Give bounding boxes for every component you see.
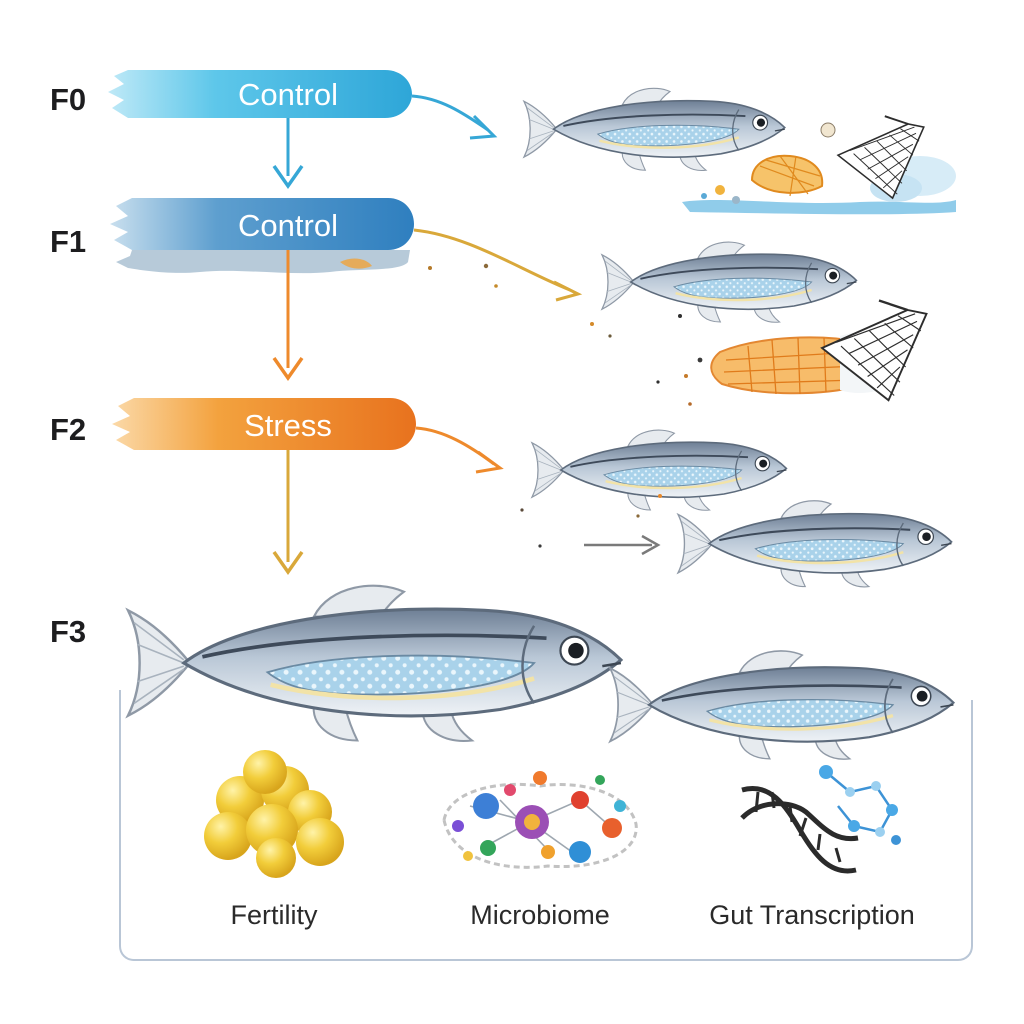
generation-label-f0: F0 xyxy=(50,82,86,117)
treatment-banner-f1: Control xyxy=(110,198,414,274)
stressor-net-f0 xyxy=(682,115,956,215)
lineage-arrow-f1-f2 xyxy=(272,250,304,382)
fish-f3-small xyxy=(608,649,956,761)
side-arrow-f3 xyxy=(584,534,661,556)
stressor-net-f1 xyxy=(710,299,928,402)
side-arrow-f1 xyxy=(413,228,583,302)
generation-label-f2: F2 xyxy=(50,412,86,447)
microbiome-network-icon xyxy=(442,771,638,869)
side-arrow-f2 xyxy=(415,426,504,474)
treatment-label-f0: Control xyxy=(238,77,338,112)
fish-f0 xyxy=(522,87,786,172)
outcome-panel xyxy=(119,690,973,961)
treatment-banner-f0: Control xyxy=(108,70,412,118)
outcome-label-microbiome: Microbiome xyxy=(470,900,610,930)
treatment-banner-f2: Stress xyxy=(112,398,416,450)
fish-f2-offspring xyxy=(676,499,953,589)
fish-f3-large xyxy=(128,586,621,741)
generation-label-f1: F1 xyxy=(50,224,86,259)
egg-cluster-icon xyxy=(204,750,344,878)
lineage-arrow-f0-f1 xyxy=(272,118,304,190)
dna-helix-icon xyxy=(740,765,901,874)
side-arrow-f0 xyxy=(411,94,498,140)
lineage-arrow-f2-f3 xyxy=(272,450,304,576)
outcome-label-fertility: Fertility xyxy=(231,900,318,930)
treatment-label-f1: Control xyxy=(238,208,338,243)
fish-f2 xyxy=(530,428,788,512)
debris-specks xyxy=(428,263,703,548)
generation-label-f3: F3 xyxy=(50,614,86,649)
treatment-label-f2: Stress xyxy=(244,408,332,443)
fish-f1 xyxy=(600,240,858,324)
outcome-label-gut-transcription: Gut Transcription xyxy=(709,900,915,930)
